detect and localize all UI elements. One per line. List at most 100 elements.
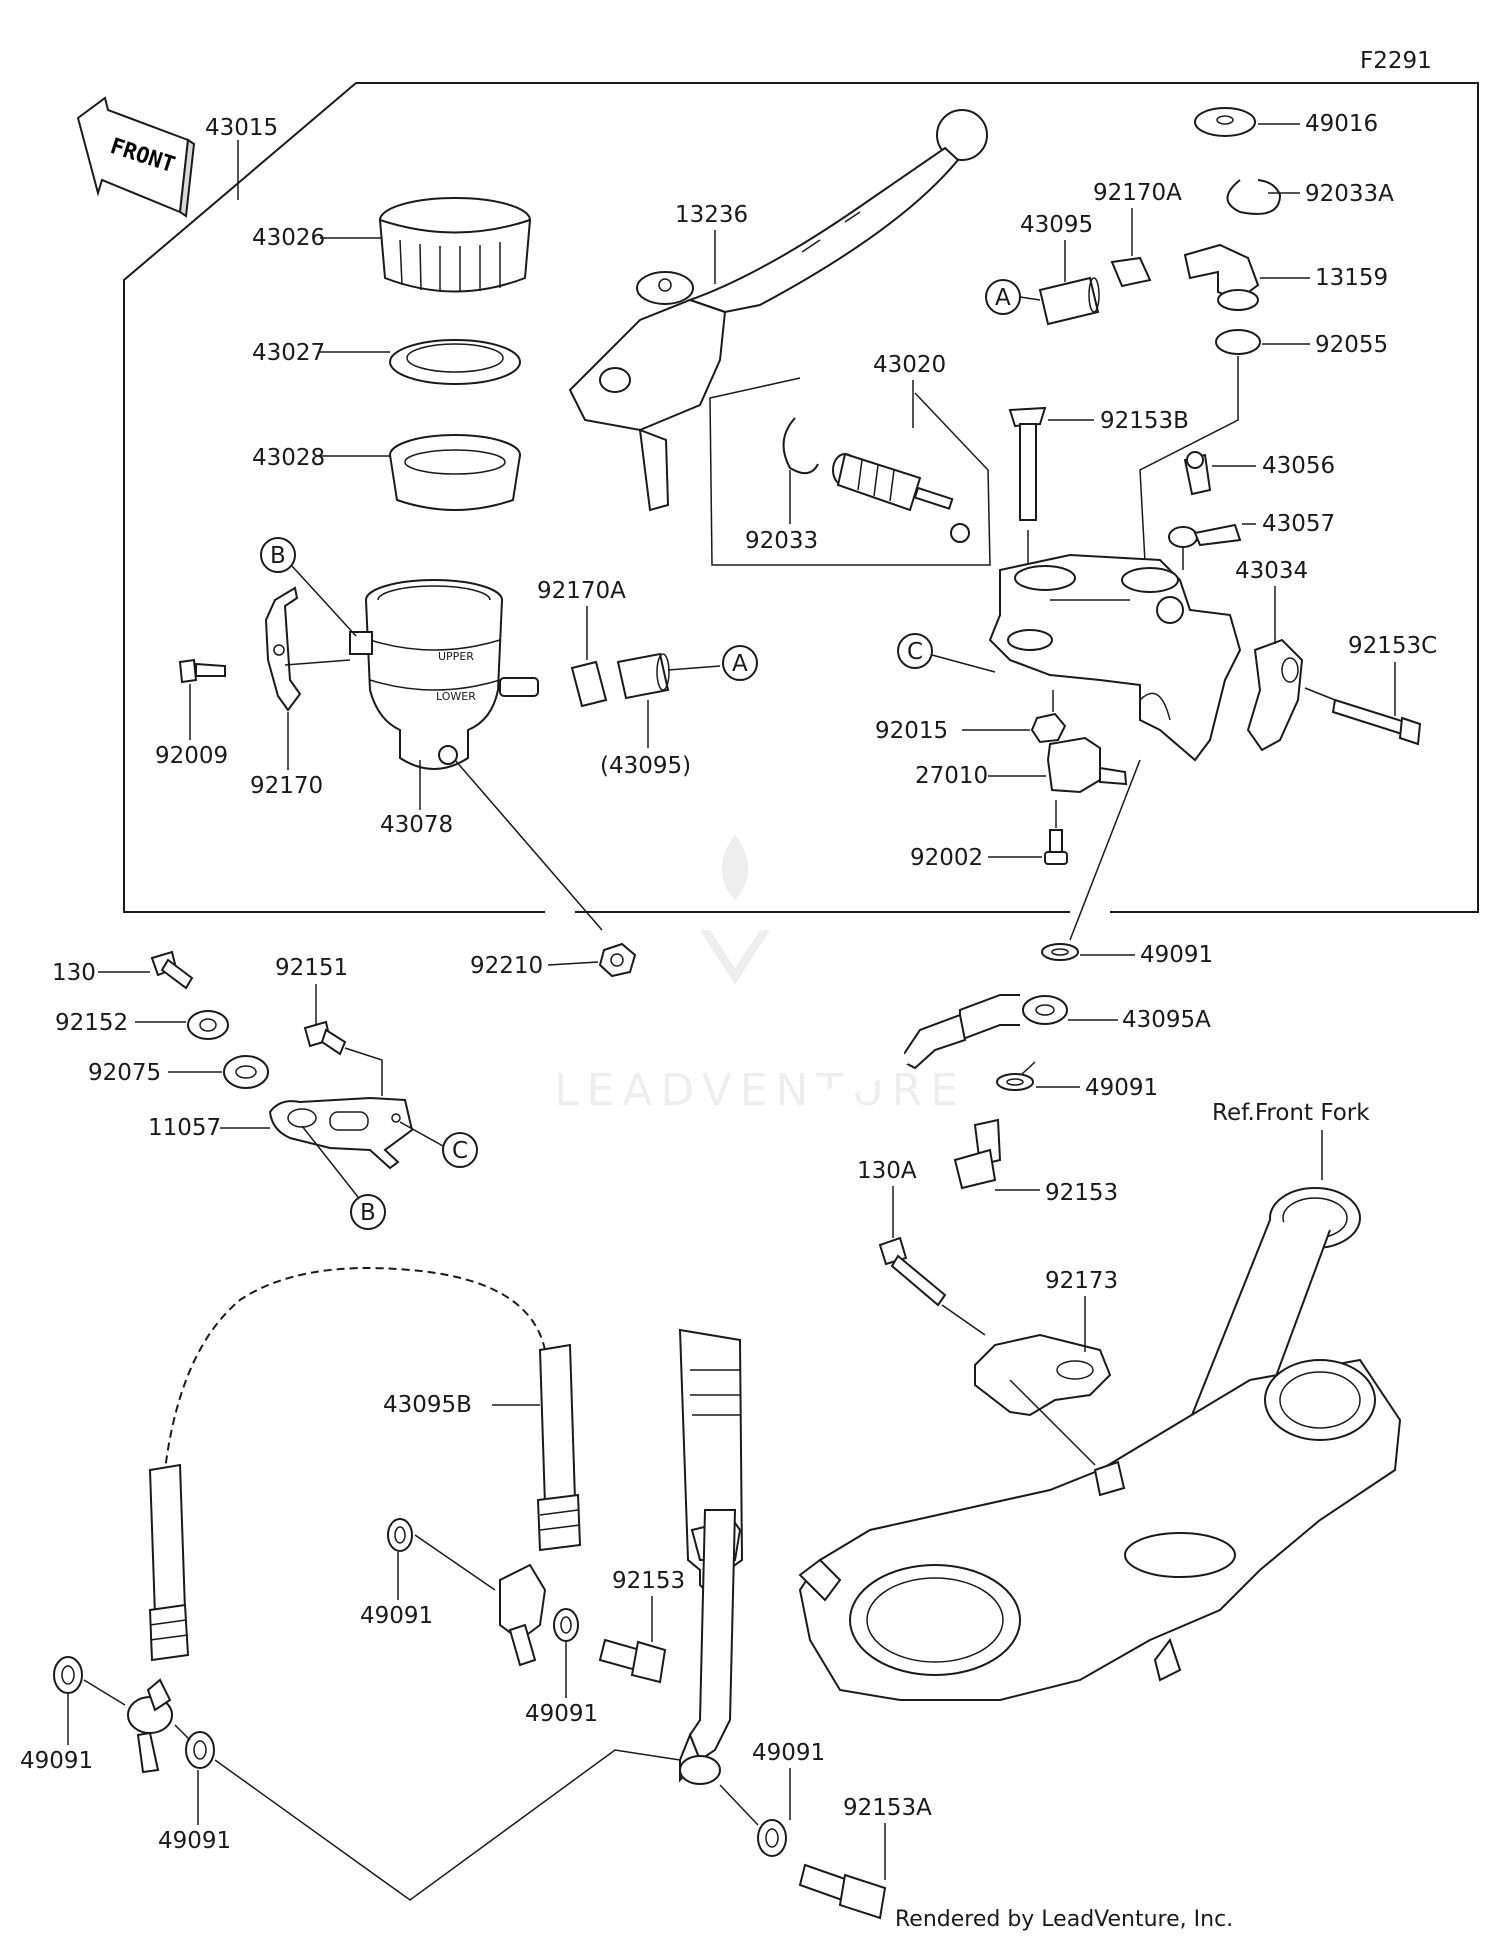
callout-b-bracket-letter: B <box>360 1200 376 1226</box>
bolt-92153-upper <box>953 1118 1002 1190</box>
callout-c-body-letter: C <box>907 639 923 665</box>
nut-92210 <box>598 942 637 978</box>
label-43095a: 43095A <box>1122 1007 1211 1033</box>
hose-43095-left <box>616 652 670 700</box>
label-92152: 92152 <box>55 1010 128 1036</box>
reservoir-43078: UPPER LOWER <box>349 579 539 770</box>
circlip-92033a <box>1226 179 1282 215</box>
callout-b-top <box>260 537 296 573</box>
leader-49091-f-to-banjo <box>174 1724 191 1741</box>
label-49091-e: 49091 <box>20 1748 93 1774</box>
label-92210: 92210 <box>470 953 543 979</box>
clip-92170a-left <box>570 660 608 708</box>
bolt-130a <box>878 1236 947 1307</box>
label-49091-g: 49091 <box>752 1740 825 1766</box>
bleeder-43056 <box>1183 451 1212 496</box>
label-43034: 43034 <box>1235 558 1308 584</box>
master-cylinder-body <box>988 553 1242 762</box>
callout-b-bracket <box>350 1194 386 1230</box>
diaphragm-43028 <box>389 434 521 511</box>
svg-text:LOWER: LOWER <box>436 690 476 703</box>
footer-credit: Rendered by LeadVenture, Inc. <box>895 1907 1233 1932</box>
label-49016: 49016 <box>1305 111 1378 137</box>
leader-92153c-to-clamp <box>1304 687 1336 701</box>
ref-front-fork-label: Ref.Front Fork <box>1212 1100 1370 1126</box>
washer-49091-f <box>185 1731 215 1769</box>
brake-hose-43095b <box>164 1267 582 1667</box>
label-92002: 92002 <box>910 845 983 871</box>
circlip-92033 <box>782 417 819 475</box>
piston-43020 <box>832 452 970 543</box>
callout-c-bracket <box>442 1132 478 1168</box>
bracket-11057 <box>268 1096 414 1170</box>
leader-49091-g-to-banjo <box>719 1784 759 1826</box>
label-92075: 92075 <box>88 1060 161 1086</box>
bolt-92151 <box>303 1020 347 1056</box>
bracket-92170 <box>264 586 302 712</box>
leader-130a-to-guide <box>941 1304 986 1336</box>
label-43027: 43027 <box>252 340 325 366</box>
leader-92151-to-bracket <box>344 1047 383 1096</box>
bolt-92153-lower <box>598 1638 667 1684</box>
clamp-43034 <box>1246 638 1304 752</box>
front-arrow: FRONT <box>76 96 196 218</box>
label-92170: 92170 <box>250 773 323 799</box>
watermark: LEADVENTURE <box>554 835 958 1116</box>
callout-c-bracket-letter: C <box>452 1138 468 1164</box>
label-43026: 43026 <box>252 225 325 251</box>
label-92153a: 92153A <box>843 1795 932 1821</box>
callout-a-left <box>722 645 758 681</box>
bolt-130 <box>150 950 194 990</box>
label-43095b: 43095B <box>383 1392 472 1418</box>
leader-callout-b-bracket <box>301 1125 359 1198</box>
label-43056: 43056 <box>1262 453 1335 479</box>
label-130a: 130A <box>857 1158 917 1184</box>
clip-92170a-top <box>1110 256 1152 288</box>
svg-text:UPPER: UPPER <box>438 650 474 663</box>
bolt-92153b <box>1008 406 1047 521</box>
label-43020: 43020 <box>873 352 946 378</box>
washer-49091-b <box>996 1073 1034 1091</box>
label-92170a-top: 92170A <box>1093 180 1182 206</box>
brake-hose-lower-right <box>679 1509 737 1785</box>
label-43095-top: 43095 <box>1020 212 1093 238</box>
label-49091-f: 49091 <box>158 1828 231 1854</box>
nut-92015 <box>1030 712 1067 744</box>
banjo-43095a <box>959 994 1068 1042</box>
label-92173: 92173 <box>1045 1268 1118 1294</box>
label-11057: 11057 <box>148 1115 221 1141</box>
diaphragm-plate-43027 <box>389 339 521 385</box>
hose-43095-top <box>1038 276 1100 326</box>
leader-lower-connection <box>214 1749 681 1901</box>
switch-27010 <box>1046 736 1128 794</box>
leader-callout-c-body <box>931 654 996 673</box>
washer-49091-d <box>553 1608 579 1642</box>
label-27010: 27010 <box>915 763 988 789</box>
label-43028: 43028 <box>252 445 325 471</box>
label-43095-paren: (43095) <box>600 753 691 779</box>
label-130: 130 <box>52 960 96 986</box>
washer-49091-c <box>387 1518 413 1552</box>
label-49091-c: 49091 <box>360 1603 433 1629</box>
oring-92055 <box>1215 329 1261 355</box>
leader-92210 <box>547 961 599 966</box>
leader-switch-49091 <box>1069 759 1141 941</box>
figure-code: F2291 <box>1360 48 1432 74</box>
label-49091-b: 49091 <box>1085 1075 1158 1101</box>
leader-49091-b-up <box>1021 1061 1036 1075</box>
leader-b-top <box>291 565 357 637</box>
label-49091-d: 49091 <box>525 1701 598 1727</box>
leader-92055-to-body <box>1139 356 1239 563</box>
grommet-92075 <box>223 1055 269 1089</box>
triple-clamp <box>798 1187 1402 1701</box>
leader-49091-e-to-banjo <box>83 1679 126 1706</box>
label-92151: 92151 <box>275 955 348 981</box>
label-43078: 43078 <box>380 812 453 838</box>
label-43015: 43015 <box>205 115 278 141</box>
bolt-92009 <box>178 658 226 684</box>
label-49091-a: 49091 <box>1140 942 1213 968</box>
leader-callout-a-top <box>1019 296 1041 301</box>
guide-92173 <box>974 1333 1112 1417</box>
washer-49091-g <box>757 1819 787 1857</box>
